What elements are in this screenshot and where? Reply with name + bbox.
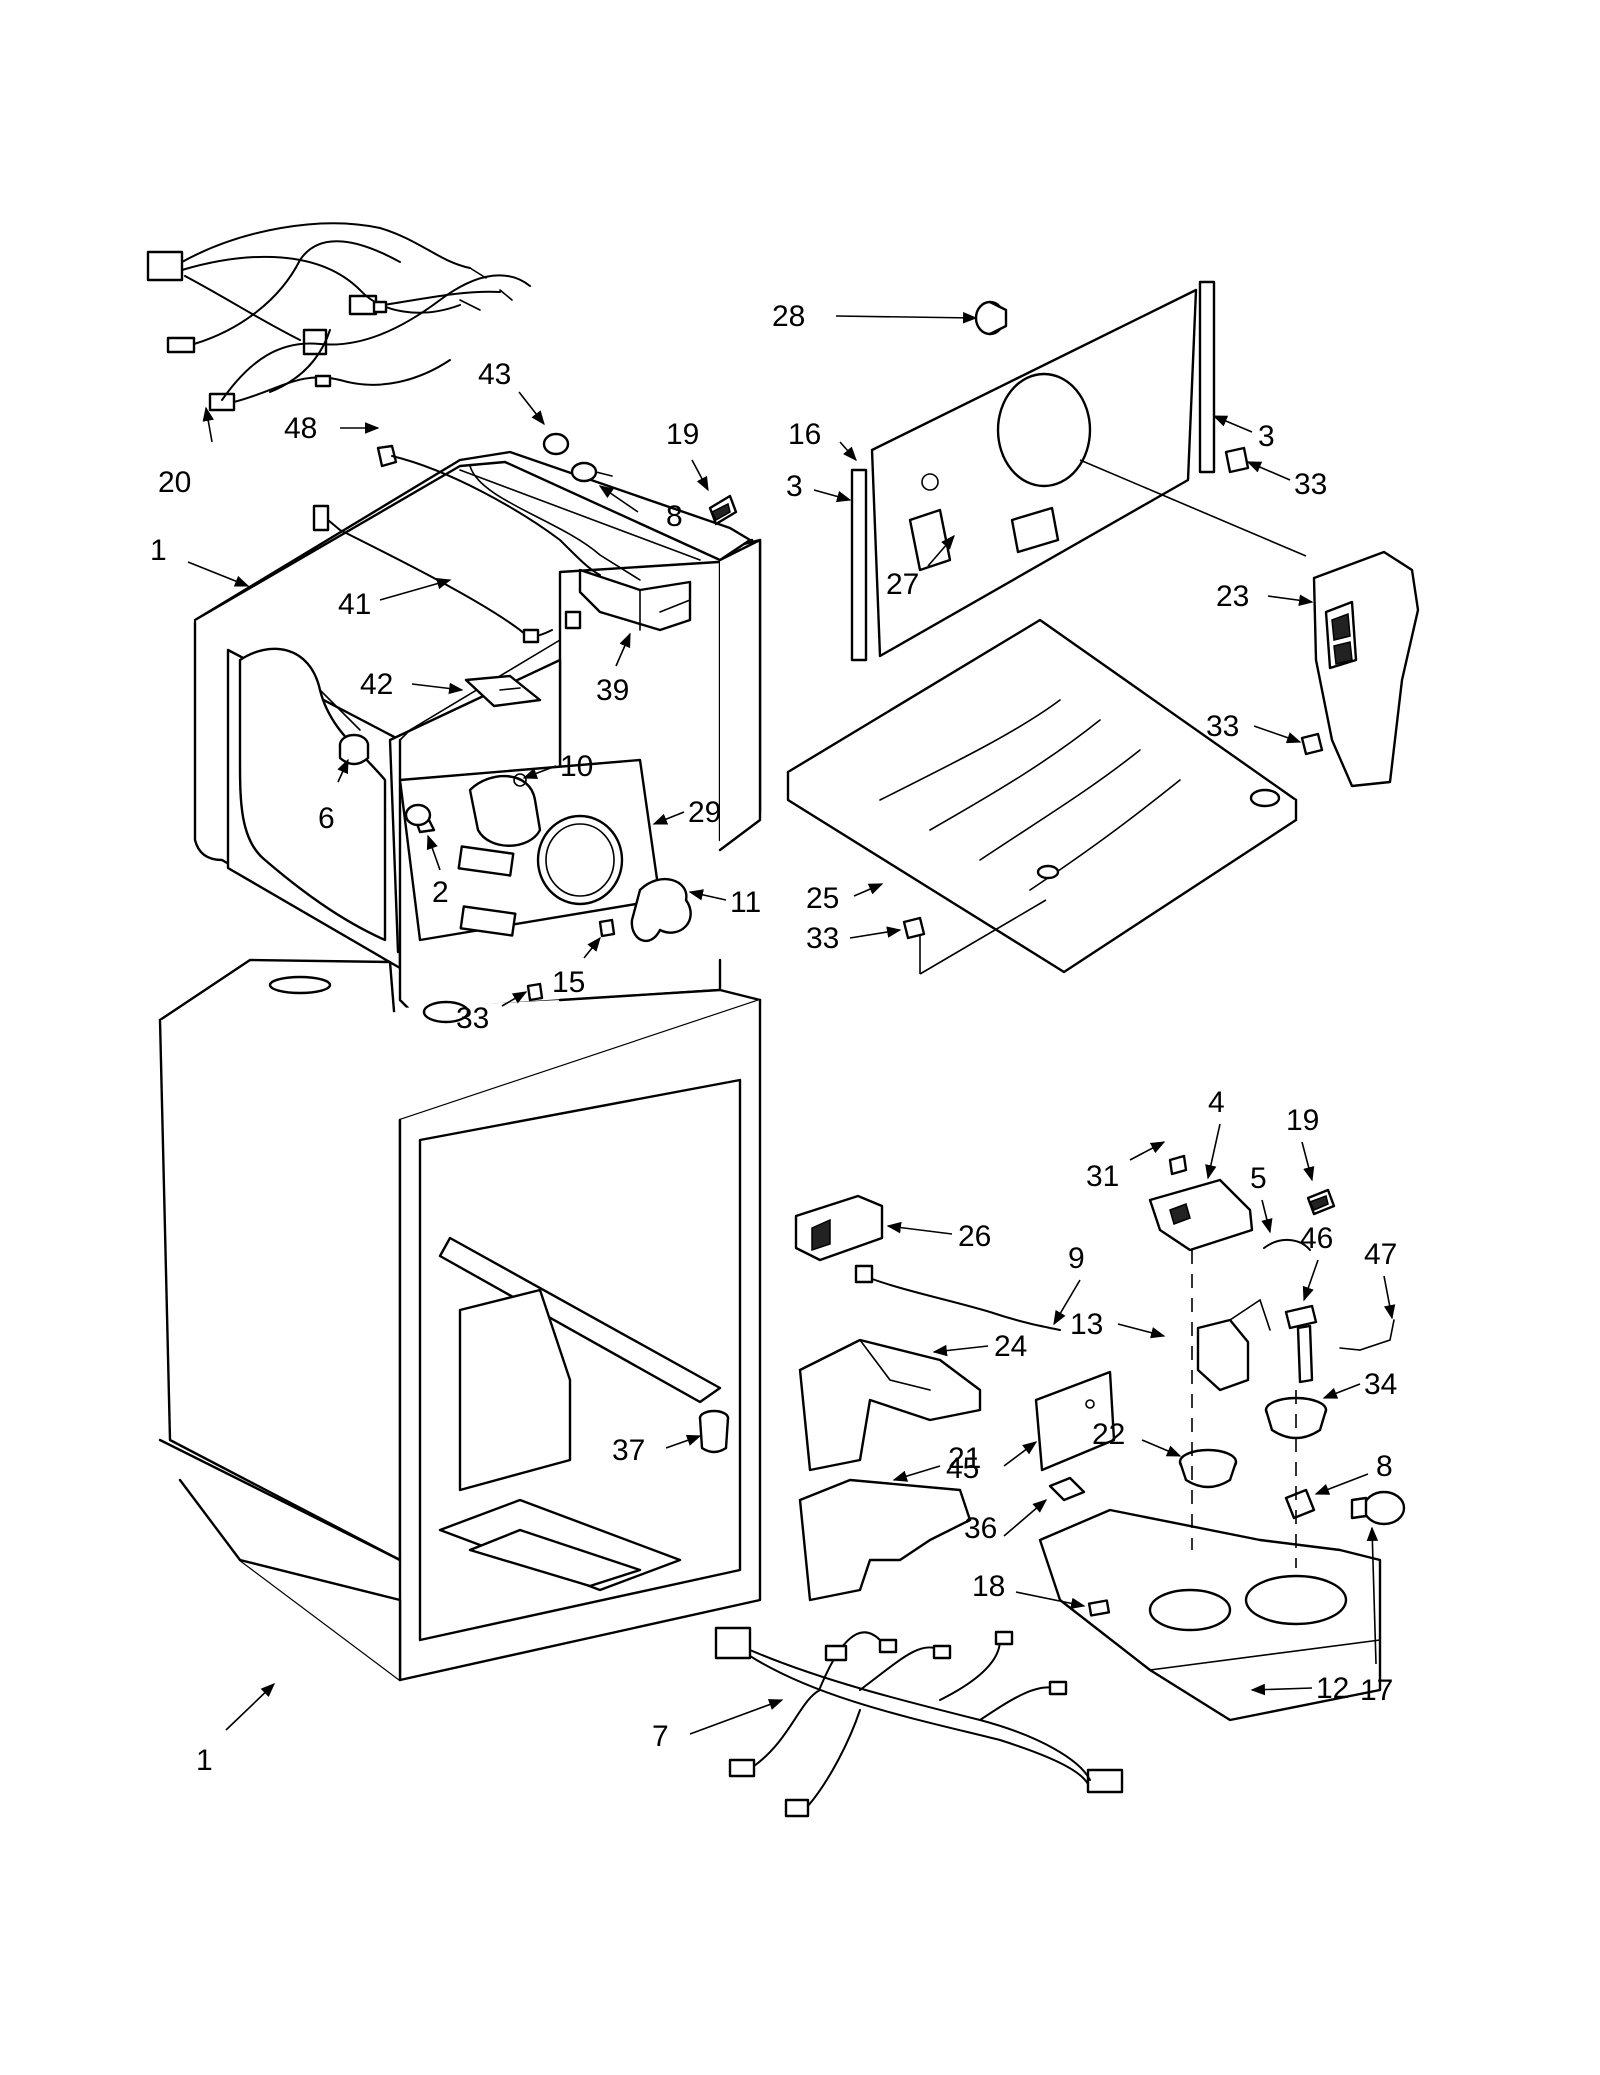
callout-12: 12: [1316, 1672, 1349, 1705]
callout-45: 45: [946, 1452, 979, 1485]
callout-3-right: 3: [1258, 420, 1275, 453]
callout-5: 5: [1250, 1162, 1267, 1195]
pad-36: [1048, 1476, 1086, 1502]
switch-19-bottom: [1306, 1188, 1336, 1216]
gasket-strip-right: [1198, 280, 1216, 474]
callout-numbers: 20 43 48 19 8 1 41 39 42 6 10 29 2 11 15…: [150, 300, 1397, 1777]
callout-26: 26: [958, 1220, 991, 1253]
screw-33-top: [1224, 446, 1250, 474]
rear-panel: [870, 288, 1198, 658]
callout-8-bottom: 8: [1376, 1450, 1393, 1483]
callout-27: 27: [886, 568, 919, 601]
callout-42: 42: [360, 668, 393, 701]
callout-39: 39: [596, 674, 629, 707]
callout-29: 29: [688, 796, 721, 829]
screw-31: [1168, 1154, 1188, 1176]
plug-18: [1087, 1599, 1111, 1617]
callout-31: 31: [1086, 1160, 1119, 1193]
callout-1-top: 1: [150, 534, 167, 567]
part-37: [698, 1409, 730, 1454]
fan-motor-assembly: [398, 758, 692, 1002]
callout-1-bottom: 1: [196, 1744, 213, 1777]
callout-4: 4: [1208, 1086, 1225, 1119]
callout-8-top: 8: [666, 500, 683, 533]
callout-16: 16: [788, 418, 821, 451]
callout-11: 11: [730, 886, 761, 919]
dispenser-housing-26: [794, 1194, 884, 1262]
callout-37: 37: [612, 1434, 645, 1467]
control-housing: [578, 568, 692, 632]
housing-24: [798, 1338, 982, 1472]
callout-22: 22: [1092, 1418, 1125, 1451]
callout-18: 18: [972, 1570, 1005, 1603]
callout-19-top: 19: [666, 418, 699, 451]
callout-41: 41: [338, 588, 371, 621]
cover-21: [798, 1478, 972, 1602]
lower-wire-harness: [714, 1626, 1124, 1818]
screw-33-duct: [1300, 732, 1324, 756]
spring-47: [1339, 1319, 1395, 1351]
fresh-food-liner: [158, 958, 762, 1682]
bracket-45: [1034, 1370, 1116, 1472]
drip-tray: [786, 618, 1298, 974]
callout-33-liner: 33: [456, 1002, 489, 1035]
callout-34: 34: [1364, 1368, 1397, 1401]
callout-33-panel: 33: [1294, 468, 1327, 501]
callout-24: 24: [994, 1330, 1027, 1363]
callout-28: 28: [772, 300, 805, 333]
switch-19-top: [708, 494, 738, 526]
callout-3-left: 3: [786, 470, 803, 503]
callout-25: 25: [806, 882, 839, 915]
gasket-strip-left: [850, 468, 868, 662]
callout-36: 36: [964, 1512, 997, 1545]
callout-7: 7: [652, 1720, 669, 1753]
control-knob: [338, 733, 370, 766]
lamp-socket-top: [570, 461, 613, 483]
callout-46: 46: [1300, 1222, 1333, 1255]
actuator-13: [1196, 1298, 1271, 1392]
callout-20: 20: [158, 466, 191, 499]
callout-23: 23: [1216, 580, 1249, 613]
callout-33-tray: 33: [806, 922, 839, 955]
callout-9: 9: [1068, 1242, 1085, 1275]
lamp-socket-bottom: [1284, 1488, 1316, 1520]
upper-wire-harness: [146, 222, 531, 412]
roller-28: [974, 300, 1008, 336]
control-board-4: [1148, 1178, 1254, 1252]
dispenser-base-12: [1038, 1508, 1382, 1722]
leader-lines: [187, 312, 1396, 1735]
callout-33-duct: 33: [1206, 710, 1239, 743]
callout-2: 2: [432, 876, 449, 909]
clip-5: [1263, 1239, 1311, 1251]
callout-47: 47: [1364, 1238, 1397, 1271]
lever-46: [1284, 1304, 1318, 1384]
callout-15: 15: [552, 966, 585, 999]
callout-19-bottom: 19: [1286, 1104, 1319, 1137]
air-duct: [1312, 550, 1420, 788]
callout-21: 21: [948, 1442, 981, 1475]
screw-33-tray: [902, 916, 926, 940]
cable-9: [854, 1264, 1061, 1331]
sensor-cable: [312, 504, 582, 644]
lamp-bulb-17: [1350, 1490, 1406, 1526]
lamp-cable: [376, 444, 601, 576]
callout-17: 17: [1360, 1674, 1393, 1707]
bracket-42: [464, 674, 542, 708]
cup-22: [1178, 1448, 1238, 1489]
lamp-bulb-43: [542, 432, 570, 456]
callout-43: 43: [478, 358, 511, 391]
callout-13: 13: [1070, 1308, 1103, 1341]
callout-10: 10: [560, 750, 593, 783]
callout-48: 48: [284, 412, 317, 445]
callout-6: 6: [318, 802, 335, 835]
